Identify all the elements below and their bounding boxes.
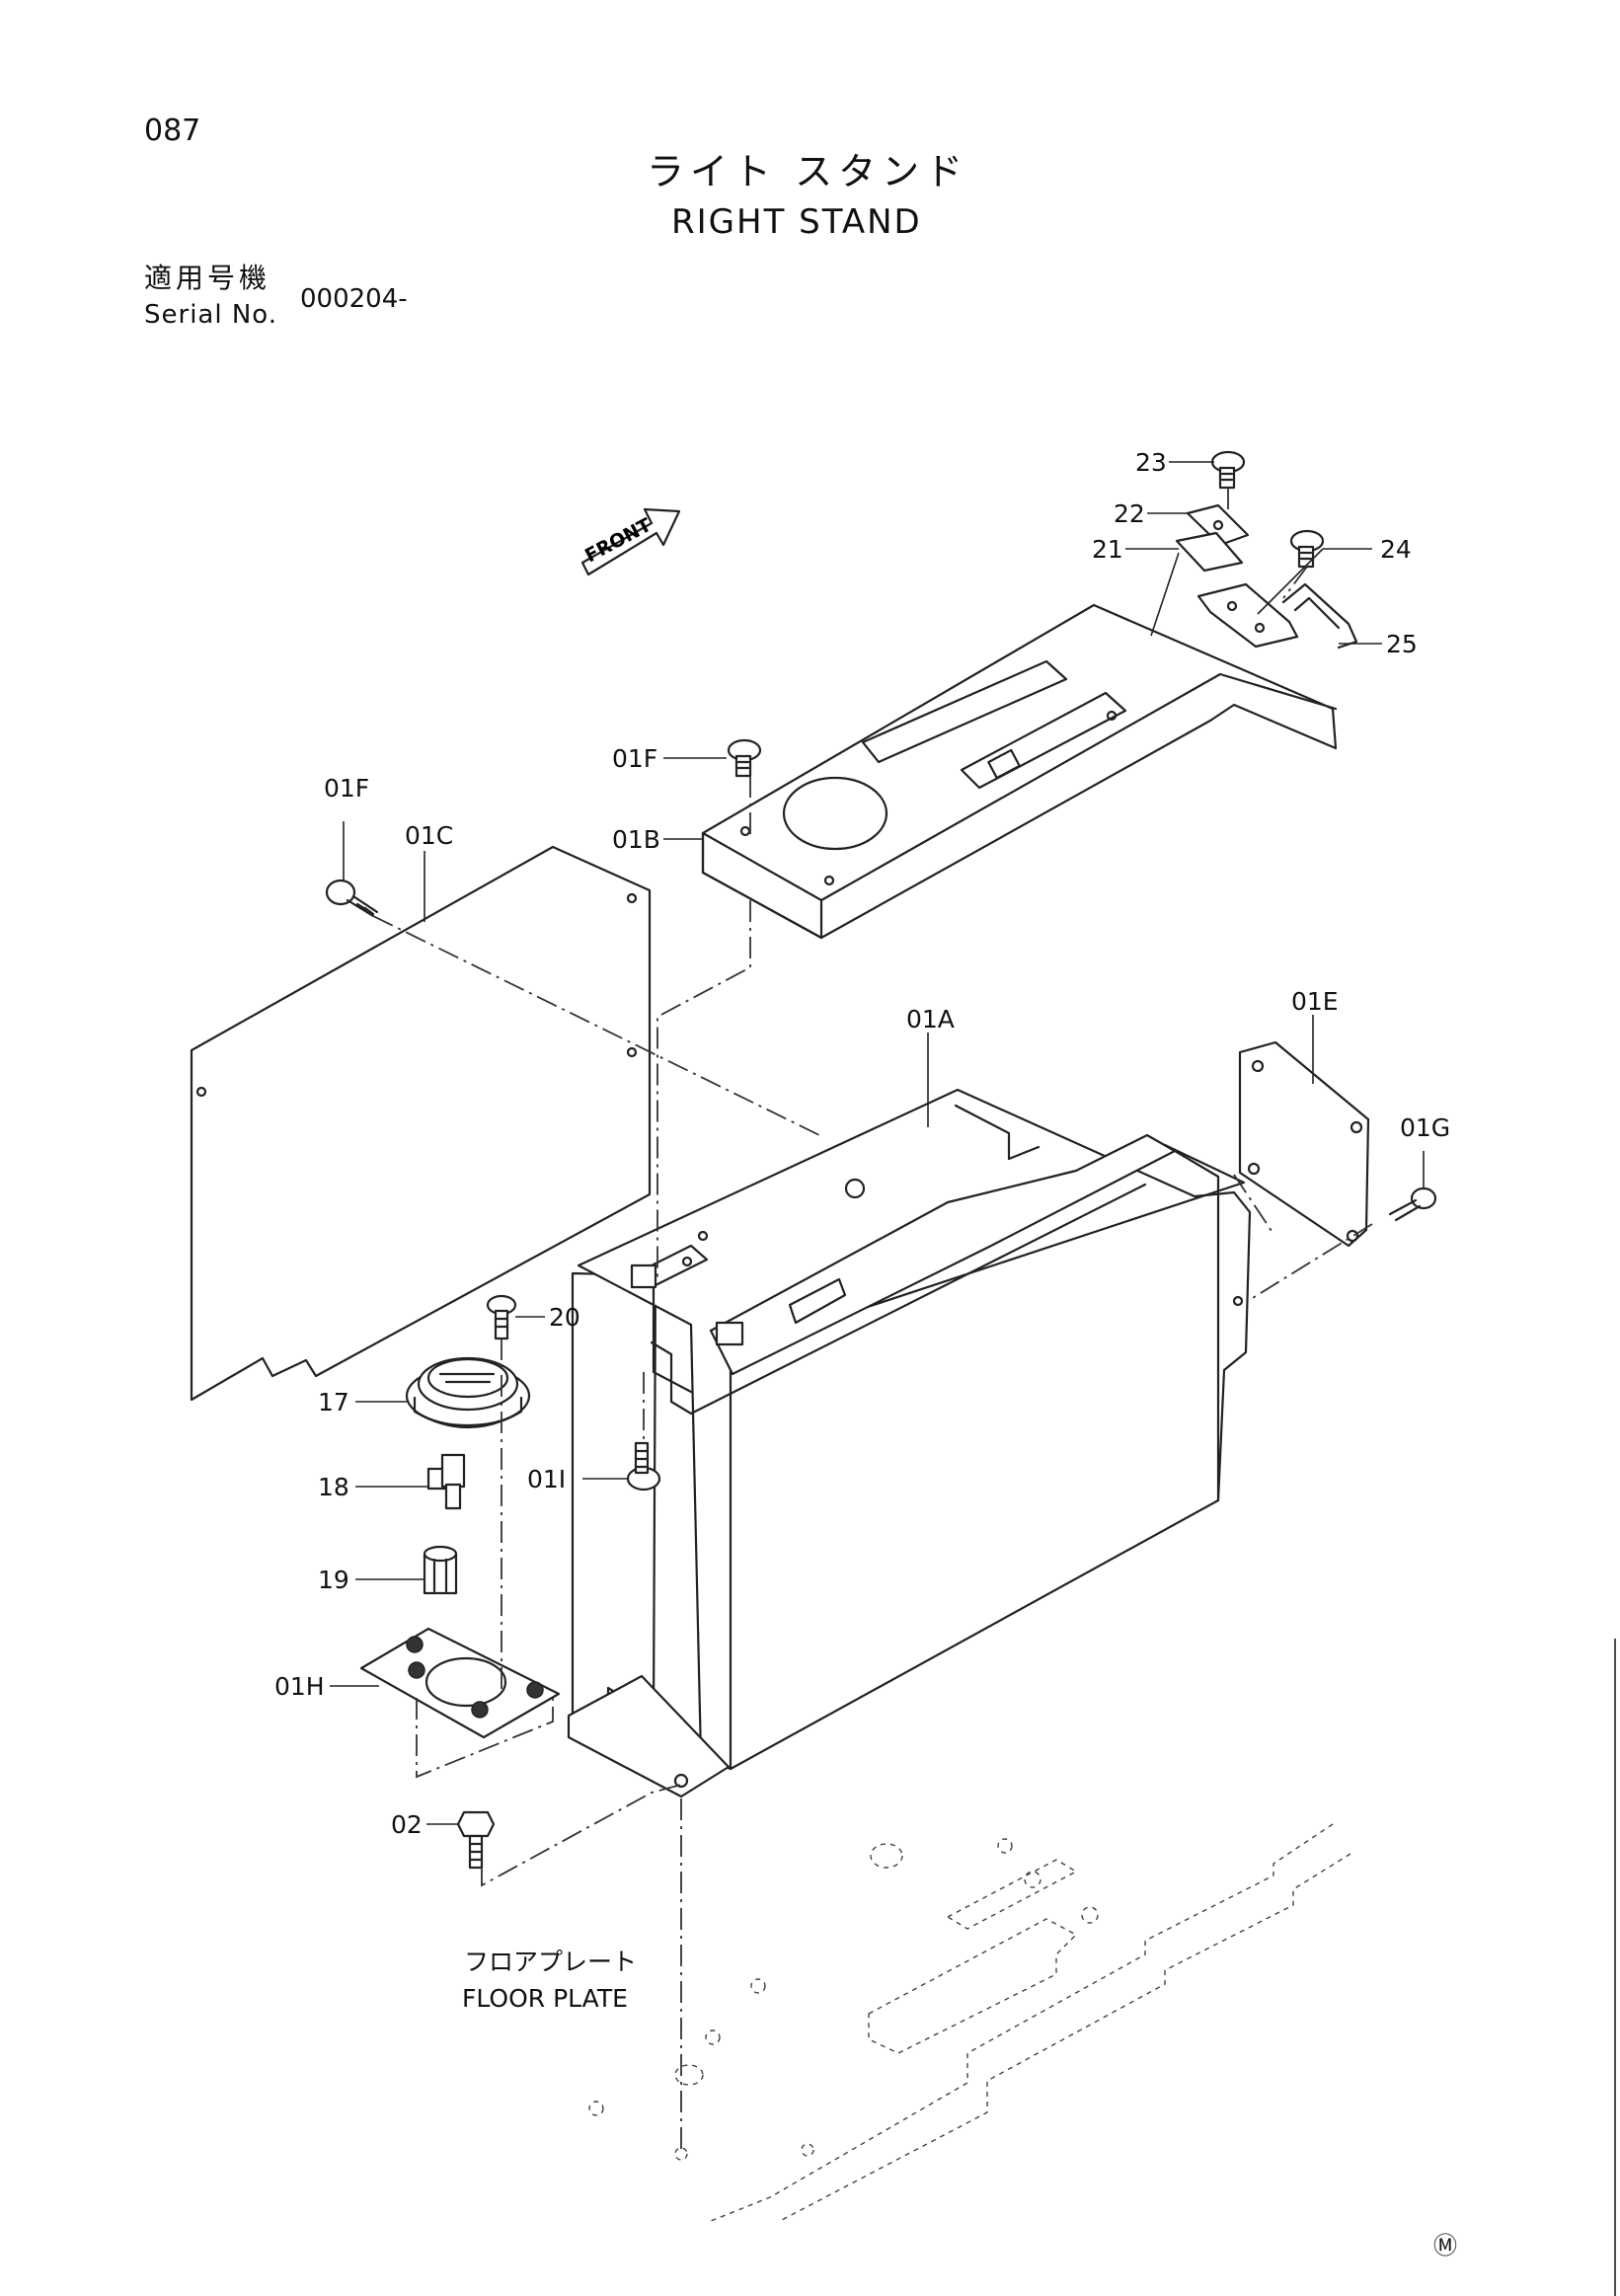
callout-23: 23 [1135, 448, 1167, 477]
callout-01F-left: 01F [324, 774, 370, 803]
floor-plate-label-japanese: フロアプレート [464, 1948, 638, 1976]
callout-18: 18 [318, 1473, 349, 1501]
callout-21: 21 [1092, 535, 1123, 564]
part-01C-side-cover [190, 845, 652, 1402]
bolt-icon [456, 1810, 496, 1870]
leader-lines [330, 461, 1425, 1825]
callout-01A: 01A [906, 1005, 955, 1033]
bolt-icon [1210, 450, 1246, 490]
part-25-handle-bracket [1196, 582, 1358, 650]
part-21-plate [1175, 531, 1244, 573]
part-01B-top-cover [701, 603, 1338, 940]
bolt-icon [325, 879, 379, 918]
fitting-icon [426, 1453, 466, 1510]
bolt-icon [486, 1294, 517, 1340]
callout-01G: 01G [1400, 1113, 1451, 1142]
part-01H-mounting-plate [359, 1627, 561, 1739]
front-arrow-icon: FRONT [580, 507, 681, 576]
serial-label-english: Serial No. [144, 300, 277, 330]
bolt-icon [727, 738, 762, 778]
serial-label-japanese: 適用号機 [144, 262, 271, 294]
callout-01C: 01C [405, 821, 454, 850]
bolt-icon [1388, 1186, 1437, 1222]
bolt-icon [1289, 529, 1325, 569]
callout-19: 19 [318, 1566, 349, 1594]
callout-01B: 01B [612, 825, 660, 854]
part-01A-stand-box [567, 1088, 1252, 1799]
callout-22: 22 [1114, 499, 1145, 528]
serial-number-value: 000204- [300, 284, 408, 314]
callout-01I: 01I [527, 1465, 567, 1493]
assembly-lines [372, 488, 1373, 2152]
part-01E-cover-plate [1238, 1040, 1370, 1248]
corner-mark-icon: Ⓜ [1433, 2232, 1457, 2259]
callout-01E: 01E [1291, 987, 1339, 1016]
callout-02: 02 [391, 1810, 423, 1839]
title-japanese: ライト スタンド [647, 150, 969, 193]
gauge-icon [405, 1356, 531, 1428]
callout-24: 24 [1380, 535, 1412, 564]
floor-plate-label-english: FLOOR PLATE [462, 1984, 628, 2013]
callout-01H: 01H [274, 1672, 325, 1701]
callout-01F-top: 01F [612, 744, 658, 773]
nut-icon [423, 1545, 458, 1595]
callout-20: 20 [549, 1303, 580, 1332]
floor-plate-outline [588, 1823, 1351, 2222]
callout-17: 17 [318, 1388, 349, 1416]
title-english: RIGHT STAND [671, 202, 922, 242]
page-number: 087 [144, 114, 201, 148]
callout-25: 25 [1386, 630, 1418, 658]
